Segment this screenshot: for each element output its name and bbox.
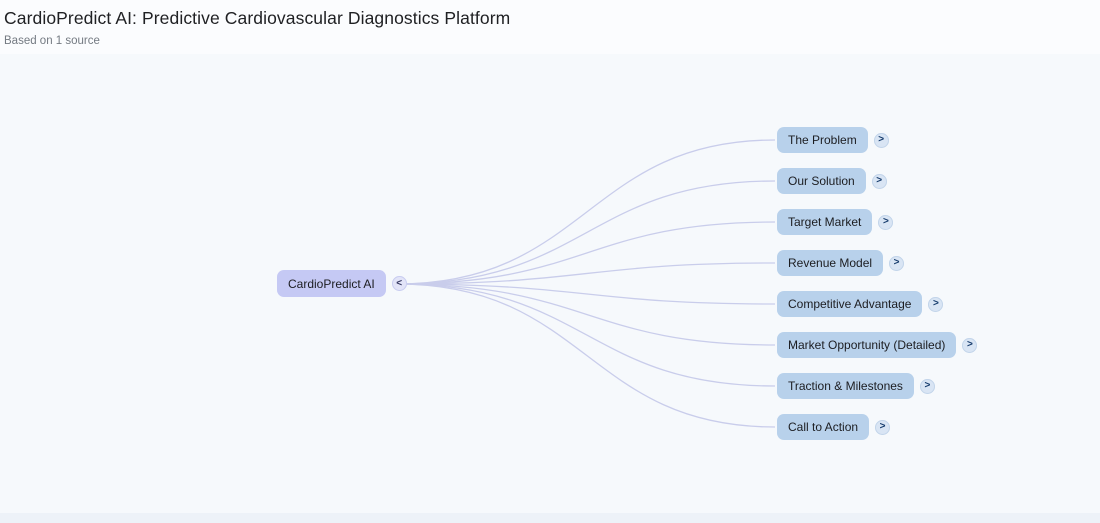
chevron-right-icon: >	[933, 298, 939, 309]
mindmap-link	[396, 283, 776, 428]
expand-button[interactable]: >	[919, 378, 935, 394]
branch-node[interactable]: The Problem	[777, 127, 868, 153]
branch-node[interactable]: Market Opportunity (Detailed)	[777, 332, 957, 358]
chevron-left-icon: <	[396, 277, 403, 289]
expand-button[interactable]: >	[873, 132, 889, 148]
branch-node[interactable]: Target Market	[777, 209, 873, 235]
branch-node-row: Traction & Milestones >	[777, 373, 935, 399]
header: CardioPredict AI: Predictive Cardiovascu…	[0, 0, 1100, 54]
chevron-right-icon: >	[924, 380, 931, 391]
mindmap-link	[396, 139, 776, 285]
branch-node-row: Target Market >	[777, 209, 894, 235]
expand-button[interactable]: >	[928, 296, 944, 312]
mindmap-link	[396, 283, 776, 387]
expand-button[interactable]: >	[871, 173, 887, 189]
mindmap-link	[396, 180, 776, 285]
mindmap-link	[396, 221, 776, 285]
source-count-label: Based on 1 source	[4, 35, 100, 47]
mindmap-link	[396, 262, 776, 285]
collapse-button[interactable]: <	[391, 276, 407, 291]
branch-node[interactable]: Competitive Advantage	[777, 291, 923, 317]
branch-node-row: Revenue Model >	[777, 250, 905, 276]
chevron-right-icon: >	[893, 257, 900, 268]
branch-node-row: Competitive Advantage >	[777, 291, 944, 317]
expand-button[interactable]: >	[962, 337, 978, 353]
expand-button[interactable]: >	[875, 419, 891, 435]
mindmap-link	[396, 283, 776, 346]
mindmap-link	[396, 283, 776, 305]
branch-node-row: Call to Action >	[777, 414, 891, 440]
branch-node-row: Our Solution >	[777, 168, 887, 194]
chevron-right-icon: >	[879, 421, 886, 432]
mindmap-canvas[interactable]	[0, 54, 1100, 513]
canvas-bottom-edge	[0, 513, 1100, 523]
root-node-row: CardioPredict AI <	[277, 270, 407, 297]
chevron-right-icon: >	[966, 339, 973, 350]
chevron-right-icon: >	[878, 134, 885, 145]
root-node[interactable]: CardioPredict AI	[277, 270, 386, 297]
expand-button[interactable]: >	[878, 214, 894, 230]
chevron-right-icon: >	[876, 175, 883, 186]
expand-button[interactable]: >	[889, 255, 905, 271]
branch-node-row: The Problem >	[777, 127, 889, 153]
chevron-right-icon: >	[882, 216, 889, 227]
page-title: CardioPredict AI: Predictive Cardiovascu…	[4, 8, 511, 28]
branch-node[interactable]: Traction & Milestones	[777, 373, 914, 399]
branch-node[interactable]: Our Solution	[777, 168, 866, 194]
branch-node[interactable]: Call to Action	[777, 414, 870, 440]
branch-node-row: Market Opportunity (Detailed) >	[777, 332, 978, 358]
branch-node[interactable]: Revenue Model	[777, 250, 884, 276]
